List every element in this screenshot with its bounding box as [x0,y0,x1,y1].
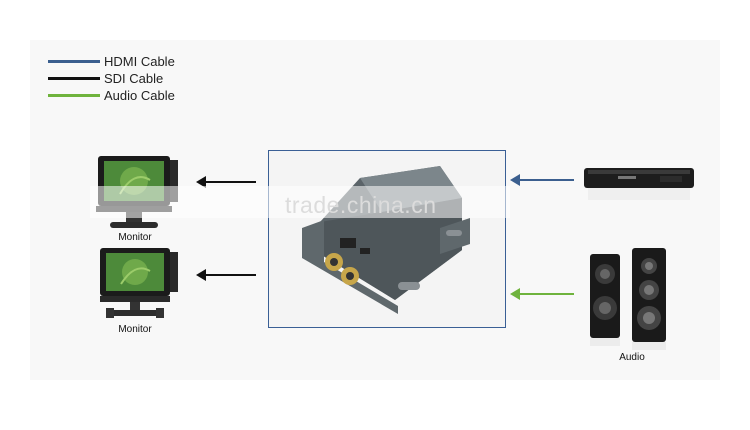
monitor-bottom-label: Monitor [118,324,152,335]
legend-sdi-label: SDI Cable [104,71,164,86]
legend-audio-label: Audio Cable [104,88,175,103]
sdi-arrow-top [196,176,256,188]
legend-sdi-line [48,77,100,80]
sdi-arrow-bottom [196,269,256,281]
watermark-text: trade.china.cn [285,192,437,218]
player-device-icon [584,168,694,200]
legend-audio-line [48,94,100,97]
hdmi-arrow [510,174,574,186]
converter-device-icon [302,166,470,314]
legend-hdmi-line [48,60,100,63]
monitor-bottom-icon [100,248,178,318]
audio-arrow [510,288,574,300]
monitor-top-label: Monitor [118,232,152,243]
watermark-strip [90,186,510,218]
speakers-icon [590,248,666,350]
legend-hdmi-label: HDMI Cable [104,54,175,69]
audio-label: Audio [619,352,645,363]
